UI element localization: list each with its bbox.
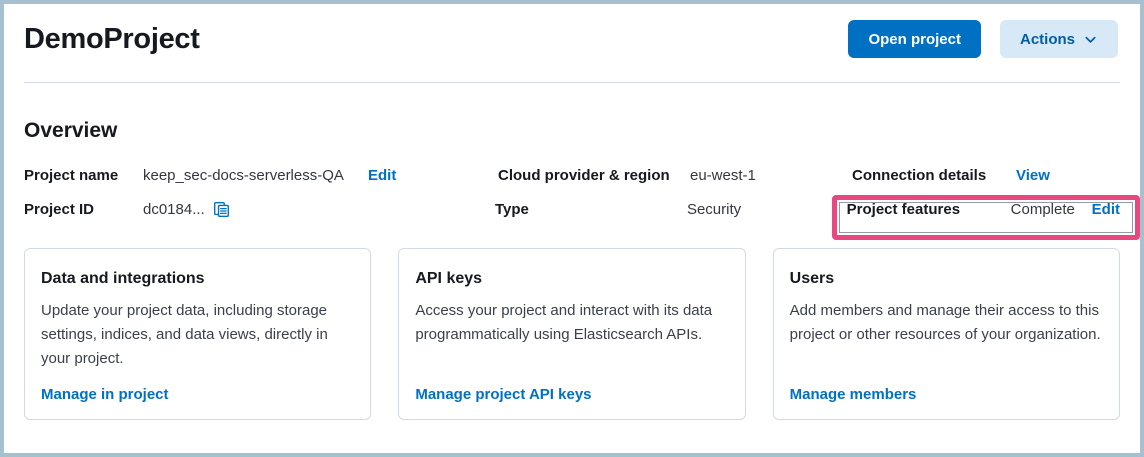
project-name-edit-link[interactable]: Edit	[368, 166, 397, 184]
cloud-provider-value: eu-west-1	[690, 166, 756, 184]
project-id-value-wrap: dc0184...	[143, 201, 368, 218]
card-description: Update your project data, including stor…	[41, 302, 328, 367]
connection-details-view-link[interactable]: View	[1016, 166, 1050, 184]
type-value: Security	[686, 200, 742, 218]
card-description: Access your project and interact with it…	[415, 302, 713, 343]
actions-button[interactable]: Actions	[999, 20, 1118, 58]
card-data-and-integrations: Data and integrations Update your projec…	[24, 248, 372, 420]
card-title: Data and integrations	[41, 270, 205, 287]
manage-in-project-link[interactable]: Manage in project	[41, 386, 169, 403]
project-name-field: Project name keep_sec-docs-serverless-QA…	[24, 167, 498, 184]
project-features-value: Complete	[1010, 200, 1075, 218]
project-name-label: Project name	[24, 166, 119, 184]
type-field: Type Security	[495, 201, 847, 218]
project-features-edit-link[interactable]: Edit	[1091, 200, 1120, 218]
metadata-row-1: Project name keep_sec-docs-serverless-QA…	[24, 163, 1120, 187]
project-metadata: Project name keep_sec-docs-serverless-QA…	[24, 163, 1120, 221]
cloud-provider-field: Cloud provider & region eu-west-1	[498, 167, 852, 184]
chevron-down-icon	[1083, 32, 1098, 47]
open-project-button[interactable]: Open project	[848, 20, 981, 58]
connection-details-label: Connection details	[852, 166, 987, 184]
actions-button-label: Actions	[1019, 30, 1075, 48]
manage-members-link[interactable]: Manage members	[789, 386, 917, 403]
connection-details-field: Connection details View	[852, 167, 1120, 184]
card-title: API keys	[415, 270, 483, 287]
type-label: Type	[494, 200, 529, 218]
page-header: DemoProject Open project Actions	[4, 4, 1140, 60]
metadata-row-2: Project ID dc0184... Type Security	[24, 197, 1120, 221]
project-features-label: Project features	[846, 200, 961, 218]
project-name-value: keep_sec-docs-serverless-QA	[143, 166, 344, 184]
header-actions: Open project Actions	[848, 20, 1118, 58]
copy-clipboard-icon[interactable]	[213, 201, 230, 218]
card-api-keys: API keys Access your project and interac…	[398, 248, 746, 420]
project-id-field: Project ID dc0184...	[24, 201, 495, 218]
card-title: Users	[789, 270, 835, 287]
card-users: Users Add members and manage their acces…	[772, 248, 1120, 420]
project-features-field: Project features Complete Edit	[847, 201, 1120, 218]
manage-project-api-keys-link[interactable]: Manage project API keys	[415, 386, 592, 403]
project-id-value: dc0184...	[143, 200, 205, 218]
header-divider	[24, 82, 1120, 83]
feature-cards: Data and integrations Update your projec…	[24, 248, 1120, 420]
overview-heading: Overview	[24, 119, 118, 142]
card-description: Add members and manage their access to t…	[789, 302, 1101, 343]
project-id-label: Project ID	[24, 200, 95, 218]
cloud-provider-label: Cloud provider & region	[498, 166, 670, 184]
page-title: DemoProject	[24, 23, 200, 55]
